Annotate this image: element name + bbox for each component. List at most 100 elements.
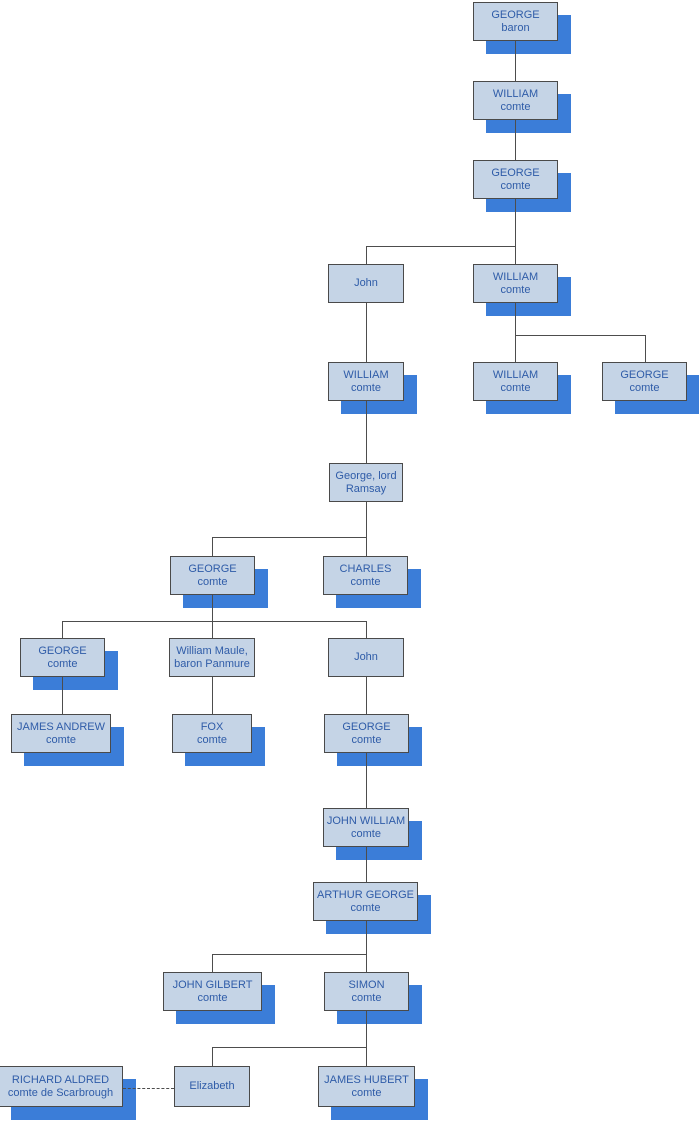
person-name: WILLIAM [492,270,539,283]
person-name: GEORGE [491,166,540,179]
person-name: Elizabeth [189,1080,235,1092]
connector-e26 [366,847,367,882]
person-title: comte [351,991,382,1004]
person-node[interactable]: John [328,638,404,677]
person-node[interactable]: William Maule,baron Panmure [169,638,255,677]
person-name: SIMON [348,978,385,991]
connector-e8 [515,303,516,335]
connector-e24 [366,677,367,714]
connector-e27 [366,921,367,954]
person-name: GEORGE [342,720,391,733]
person-title: comte de Scarbrough [7,1086,114,1099]
connector-e2 [515,120,516,160]
connector-e15 [212,537,213,556]
person-name: John [354,651,378,663]
connector-e11 [645,335,646,362]
person-name: JOHN WILLIAM [326,814,406,827]
person-title: comte [351,381,381,394]
person-name: CHARLES [339,562,392,575]
connector-e19 [62,621,63,638]
person-name: JAMES ANDREW [16,720,105,733]
connector-e22 [62,677,63,714]
person-name: FOX [200,720,224,733]
connector-e23 [212,677,213,714]
person-name: GEORGE [620,368,669,381]
connector-e18 [62,621,366,622]
person-title: baron Panmure [174,657,250,670]
connector-e9 [515,335,645,336]
person-title: comte [351,1086,382,1099]
person-title: comte [351,827,381,840]
person-name: JOHN GILBERT [172,978,253,991]
person-title: comte [47,657,78,670]
connector-e6 [515,246,516,264]
connector-e13 [366,502,367,537]
connector-e29 [212,954,213,972]
connector-e1 [515,41,516,81]
connector-e28 [212,954,366,955]
person-title: Ramsay [345,482,387,495]
connector-e7 [366,303,367,362]
connector-e14 [212,537,366,538]
connector-e3 [515,199,516,246]
connector-e5 [366,246,367,264]
person-name: William Maule, [176,644,248,657]
person-node[interactable]: John [328,264,404,303]
person-name: ARTHUR GEORGE [317,888,414,901]
connector-e16 [366,537,367,556]
person-title: comte [197,991,228,1004]
person-name: WILLIAM [343,368,389,381]
connector-e4 [366,246,516,247]
person-title: comte [46,733,76,746]
person-name: John [354,277,378,289]
connector-e25 [366,753,367,808]
connector-e10 [515,335,516,362]
person-title: comte [500,283,531,296]
person-title: comte [350,901,381,914]
connector-e31 [366,1011,367,1047]
person-title: comte [629,381,660,394]
connector-e35 [123,1088,174,1089]
person-title: comte [500,381,531,394]
connector-e32 [212,1047,366,1048]
connector-e17 [212,595,213,621]
person-node[interactable]: Elizabeth [174,1066,250,1107]
person-name: JAMES HUBERT [324,1073,409,1086]
connector-e20 [212,621,213,638]
connector-e30 [366,954,367,972]
person-title: comte [197,733,227,746]
person-title: comte [197,575,228,588]
person-title: comte [351,733,382,746]
person-title: comte [500,179,531,192]
connector-e33 [212,1047,213,1066]
connector-e12 [366,401,367,463]
person-name: WILLIAM [492,87,539,100]
person-name: George, lord [335,469,397,482]
connector-e21 [366,621,367,638]
person-name: WILLIAM [492,368,539,381]
person-title: comte [500,100,531,113]
person-name: RICHARD ALDRED [11,1073,110,1086]
person-title: baron [501,21,530,34]
